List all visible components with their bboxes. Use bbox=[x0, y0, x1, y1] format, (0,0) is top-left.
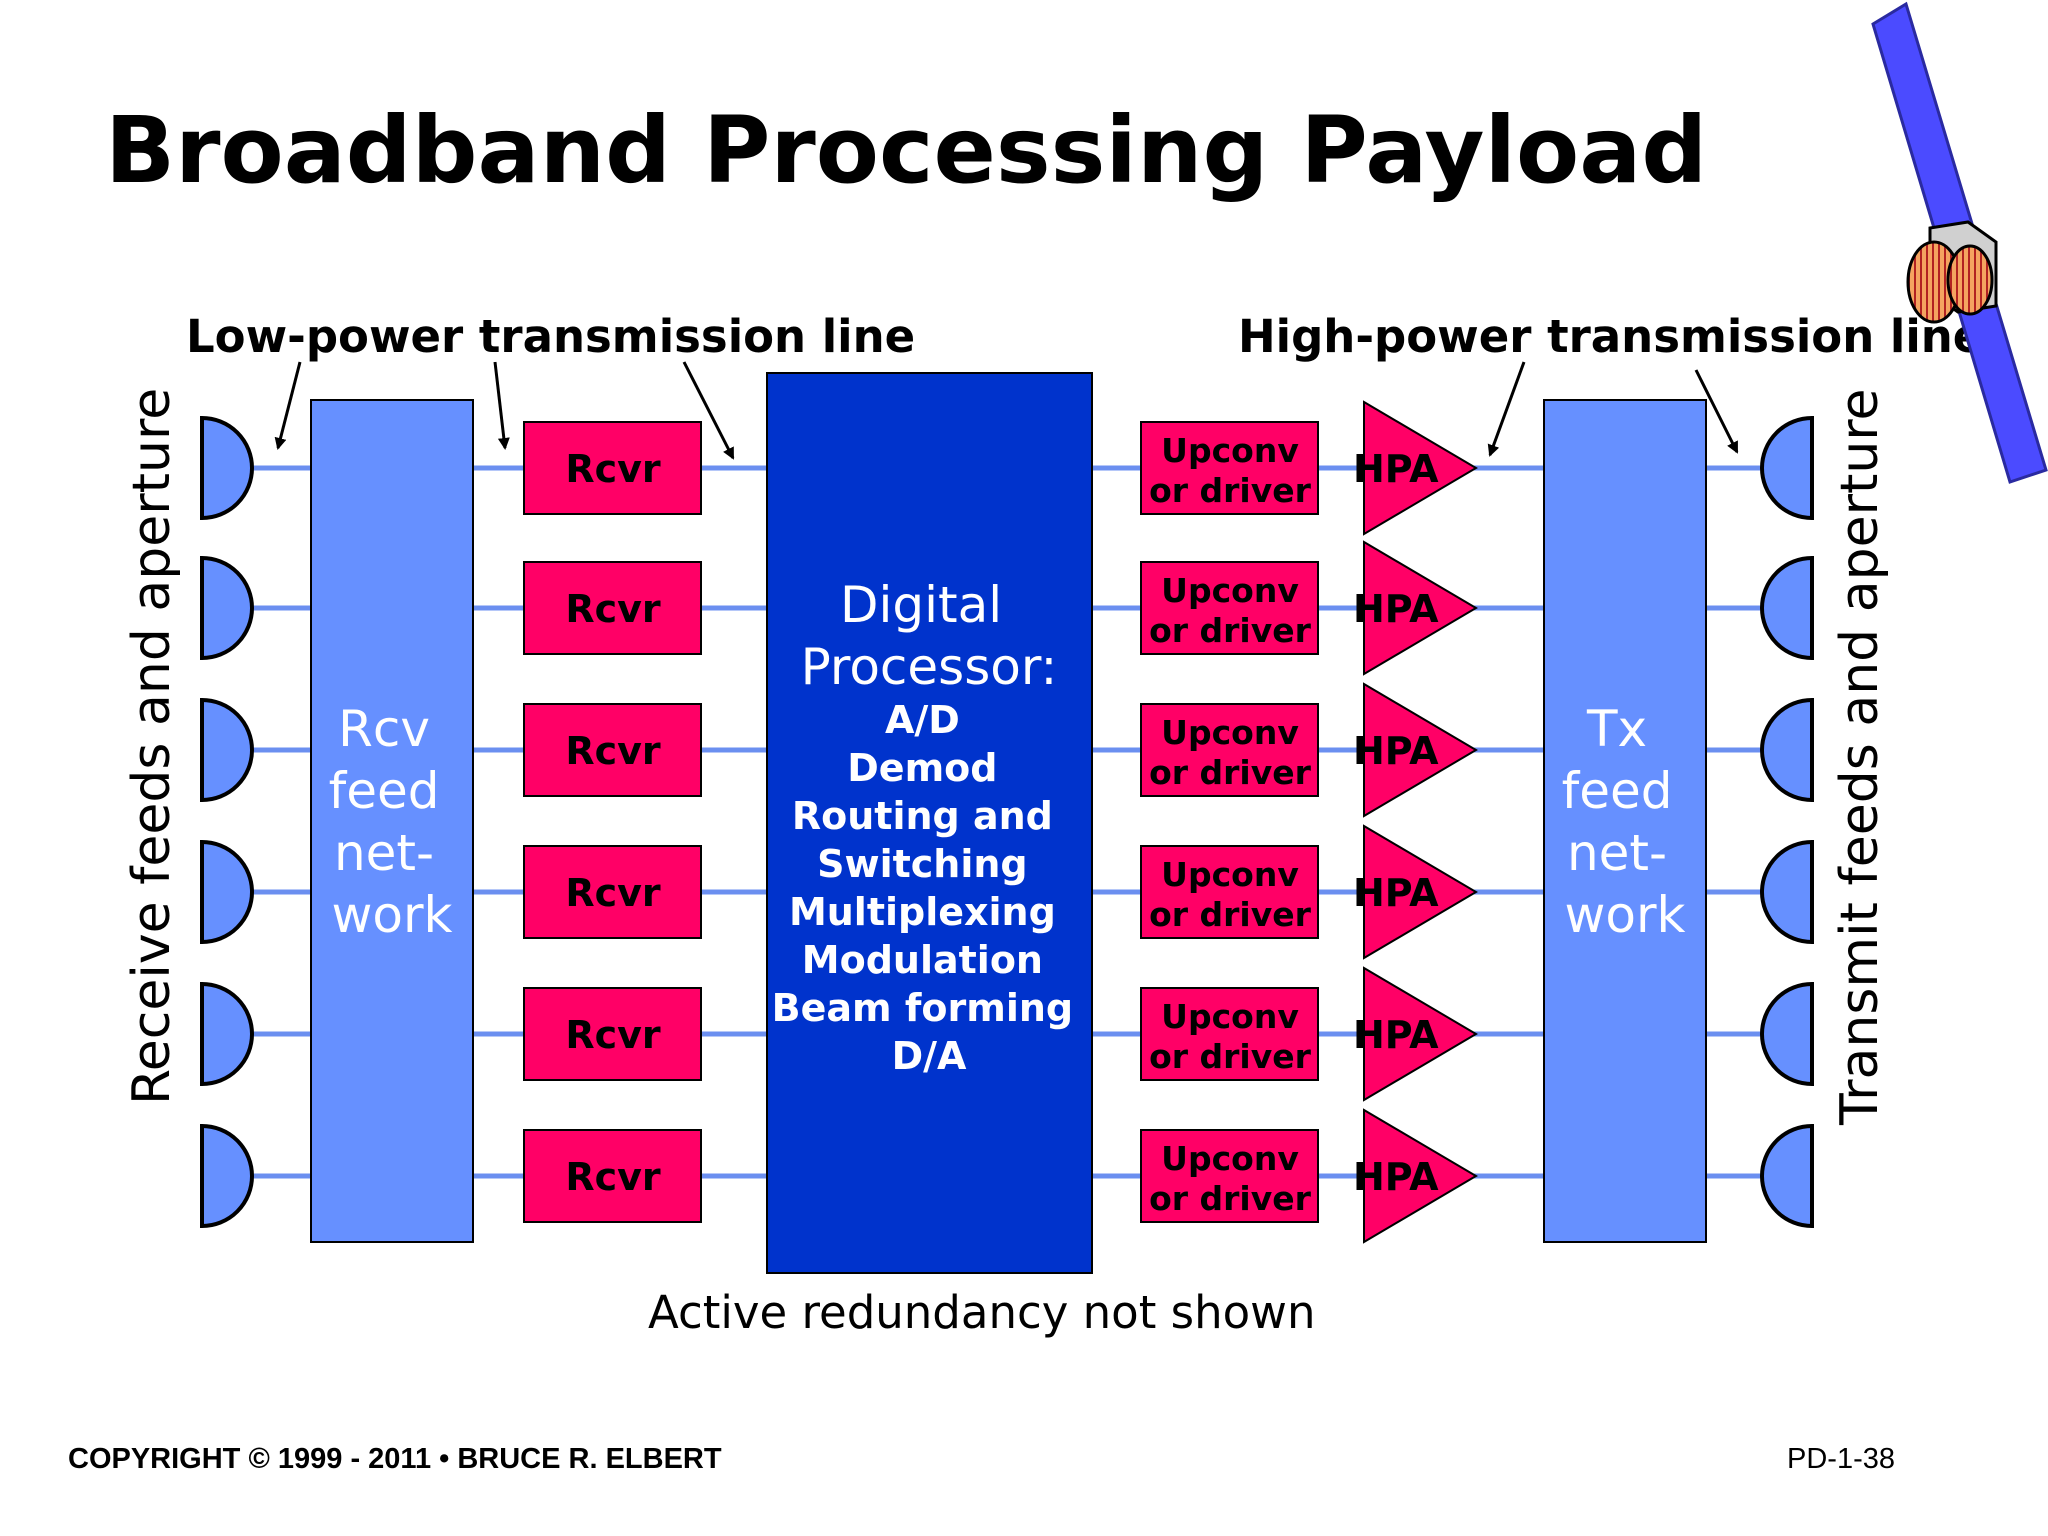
processor-functions: A/D Demod Routing and Switching Multiple… bbox=[772, 698, 1087, 1078]
receiver-unit: Rcvr bbox=[523, 1129, 702, 1223]
receiver-box bbox=[523, 421, 702, 515]
upconverter-label: Upconv bbox=[1161, 431, 1299, 470]
hpa-unit: HPA bbox=[1353, 824, 1478, 960]
tx-feed-network-label: Tx feed net- work bbox=[1562, 700, 1689, 944]
copyright-footer: COPYRIGHT © 1999 - 2011 • BRUCE R. ELBER… bbox=[68, 1443, 722, 1475]
high-power-line-label: High-power transmission line bbox=[1238, 310, 1984, 363]
processor-heading: Digital Processor: bbox=[801, 576, 1058, 696]
receive-horn-icon bbox=[200, 981, 254, 1087]
receiver-label: Rcvr bbox=[565, 447, 661, 491]
upconverter-box bbox=[1140, 703, 1319, 797]
upconverter-box bbox=[1140, 845, 1319, 939]
receiver-label: Rcvr bbox=[565, 729, 661, 773]
hpa-triangle bbox=[1363, 540, 1478, 676]
upconverter-box bbox=[1140, 421, 1319, 515]
receiver-box bbox=[523, 703, 702, 797]
hpa-unit: HPA bbox=[1353, 400, 1478, 536]
receiver-box bbox=[523, 1129, 702, 1223]
receive-horn-icon bbox=[200, 415, 254, 521]
receiver-unit: Rcvr bbox=[523, 845, 702, 939]
rcv-feed-network-label: Rcv feed net- work bbox=[329, 700, 456, 944]
redundancy-note: Active redundancy not shown bbox=[648, 1286, 1316, 1339]
upconverter-label: Upconv bbox=[1161, 1139, 1299, 1178]
receiver-unit: Rcvr bbox=[523, 703, 702, 797]
receiver-box bbox=[523, 845, 702, 939]
upconverter-label: Upconv bbox=[1161, 571, 1299, 610]
transmit-horn-icon bbox=[1760, 839, 1814, 945]
transmit-feeds-label: Transmit feeds and aperture bbox=[1830, 388, 1890, 1125]
hpa-unit: HPA bbox=[1353, 540, 1478, 676]
transmit-horn-icon bbox=[1760, 415, 1814, 521]
upconverter-box bbox=[1140, 1129, 1319, 1223]
upconverter-label: or driver bbox=[1149, 753, 1312, 792]
receiver-box bbox=[523, 987, 702, 1081]
transmit-horn-icon bbox=[1760, 981, 1814, 1087]
receiver-label: Rcvr bbox=[565, 1155, 661, 1199]
hpa-triangle bbox=[1363, 682, 1478, 818]
receiver-unit: Rcvr bbox=[523, 421, 702, 515]
upconverter-label: Upconv bbox=[1161, 713, 1299, 752]
rcv-feed-network-box bbox=[310, 399, 474, 1243]
transmit-horn-icon bbox=[1760, 1123, 1814, 1229]
receiver-label: Rcvr bbox=[565, 587, 661, 631]
upconverter-label: Upconv bbox=[1161, 997, 1299, 1036]
slide-title: Broadband Processing Payload bbox=[105, 97, 1708, 204]
receive-horn-icon bbox=[200, 697, 254, 803]
satellite-icon bbox=[1871, 1, 2048, 484]
high-power-arrow-2 bbox=[1694, 369, 1739, 454]
hpa-triangle bbox=[1363, 1108, 1478, 1244]
hpa-unit: HPA bbox=[1353, 682, 1478, 818]
low-power-line-label: Low-power transmission line bbox=[186, 310, 916, 363]
hpa-label: HPA bbox=[1353, 447, 1439, 491]
low-power-arrow-2 bbox=[493, 361, 510, 450]
hpa-label: HPA bbox=[1353, 1155, 1439, 1199]
upconverter-label: or driver bbox=[1149, 1037, 1312, 1076]
upconverter-label: Upconv bbox=[1161, 855, 1299, 894]
upconverter-label: or driver bbox=[1149, 471, 1312, 510]
receiver-unit: Rcvr bbox=[523, 987, 702, 1081]
hpa-label: HPA bbox=[1353, 729, 1439, 773]
hpa-label: HPA bbox=[1353, 871, 1439, 915]
receive-horn-icon bbox=[200, 555, 254, 661]
high-power-arrow-1 bbox=[1487, 361, 1526, 457]
upconverter-label: or driver bbox=[1149, 1179, 1312, 1218]
upconverter-box bbox=[1140, 561, 1319, 655]
transmit-horn-icon bbox=[1760, 555, 1814, 661]
digital-processor-box bbox=[766, 372, 1093, 1274]
hpa-label: HPA bbox=[1353, 1013, 1439, 1057]
upconverter-label: or driver bbox=[1149, 611, 1312, 650]
upconverter-label: or driver bbox=[1149, 895, 1312, 934]
hpa-label: HPA bbox=[1353, 587, 1439, 631]
upconverter-box bbox=[1140, 987, 1319, 1081]
hpa-triangle bbox=[1363, 400, 1478, 536]
tx-feed-network-box bbox=[1543, 399, 1707, 1243]
hpa-unit: HPA bbox=[1353, 1108, 1478, 1244]
callout-arrows bbox=[274, 361, 1739, 460]
receiver-box bbox=[523, 561, 702, 655]
hpa-unit: HPA bbox=[1353, 966, 1478, 1102]
receiver-label: Rcvr bbox=[565, 1013, 661, 1057]
receive-feeds-label: Receive feeds and aperture bbox=[122, 387, 182, 1105]
page-id: PD-1-38 bbox=[1787, 1443, 1895, 1475]
receiver-unit: Rcvr bbox=[523, 561, 702, 655]
receiver-label: Rcvr bbox=[565, 871, 661, 915]
low-power-arrow-3 bbox=[682, 361, 735, 460]
transmit-horn-icon bbox=[1760, 697, 1814, 803]
hpa-triangle bbox=[1363, 824, 1478, 960]
hpa-triangle bbox=[1363, 966, 1478, 1102]
receive-horn-icon bbox=[200, 1123, 254, 1229]
receive-horn-icon bbox=[200, 839, 254, 945]
low-power-arrow-1 bbox=[274, 361, 302, 450]
